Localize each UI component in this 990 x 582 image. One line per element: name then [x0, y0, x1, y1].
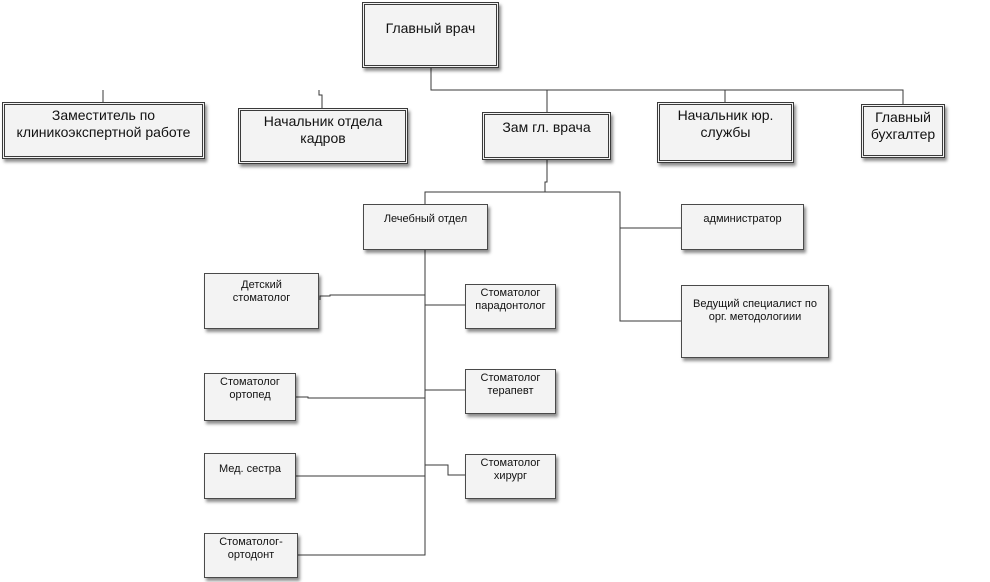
connector-to-hr-head	[318, 90, 323, 108]
connector-to-surgeon	[425, 464, 465, 476]
node-orthopedist: Стоматолог ортопед	[204, 373, 296, 421]
node-pediatric-dentist: Детский стоматолог	[204, 273, 319, 329]
node-lead-specialist: Ведущий специалист по орг. методологиии	[681, 285, 829, 358]
node-chief: Главный врач	[362, 2, 499, 68]
node-hr-head-label: Начальник отдела кадров	[263, 113, 383, 146]
node-administrator: администратор	[681, 204, 804, 250]
node-nurse-label: Мед. сестра	[218, 463, 282, 475]
node-periodontist-label: Стоматолог парадонтолог	[475, 287, 546, 313]
node-lead-specialist-label: Ведущий специалист по орг. методологиии	[693, 298, 817, 324]
node-medical-dept-label: Лечебный отдел	[383, 213, 468, 225]
node-chief-accountant: Главный бухгалтер	[861, 104, 945, 158]
node-legal-head: Начальник юр. службы	[657, 102, 794, 163]
node-orthopedist-label: Стоматолог ортопед	[220, 376, 280, 402]
node-orthodontist: Стоматолог-ортодонт	[204, 533, 298, 578]
node-therapist-label: Стоматолог терапевт	[480, 372, 541, 398]
node-surgeon: Стоматолог хирург	[465, 454, 556, 499]
node-deputy-expert: Заместитель по клиникоэкспертной работе	[2, 102, 205, 159]
connector-to-pediatric	[319, 294, 425, 300]
node-administrator-label: администратор	[703, 213, 782, 225]
node-therapist: Стоматолог терапевт	[465, 369, 556, 414]
node-orthodontist-label: Стоматолог-ортодонт	[219, 536, 283, 562]
connector-deputy-bus	[424, 160, 548, 204]
node-legal-head-label: Начальник юр. службы	[677, 107, 774, 140]
node-nurse: Мед. сестра	[204, 453, 296, 499]
node-chief-label: Главный врач	[385, 20, 476, 36]
connector-medical-trunk	[298, 250, 426, 556]
node-deputy-chief: Зам гл. врача	[482, 112, 611, 160]
node-pediatric-dentist-label: Детский стоматолог	[232, 279, 291, 305]
node-deputy-chief-label: Зам гл. врача	[502, 119, 591, 135]
node-chief-accountant-label: Главный бухгалтер	[870, 109, 936, 142]
connector-deputy-right	[545, 191, 681, 322]
node-periodontist: Стоматолог парадонтолог	[465, 284, 556, 329]
node-hr-head: Начальник отдела кадров	[238, 108, 408, 164]
node-surgeon-label: Стоматолог хирург	[480, 457, 541, 483]
connector-chief-bus	[430, 68, 904, 104]
node-deputy-expert-label: Заместитель по клиникоэкспертной работе	[16, 107, 191, 140]
node-medical-dept: Лечебный отдел	[363, 204, 488, 250]
connector-to-orthopedist	[296, 396, 425, 399]
